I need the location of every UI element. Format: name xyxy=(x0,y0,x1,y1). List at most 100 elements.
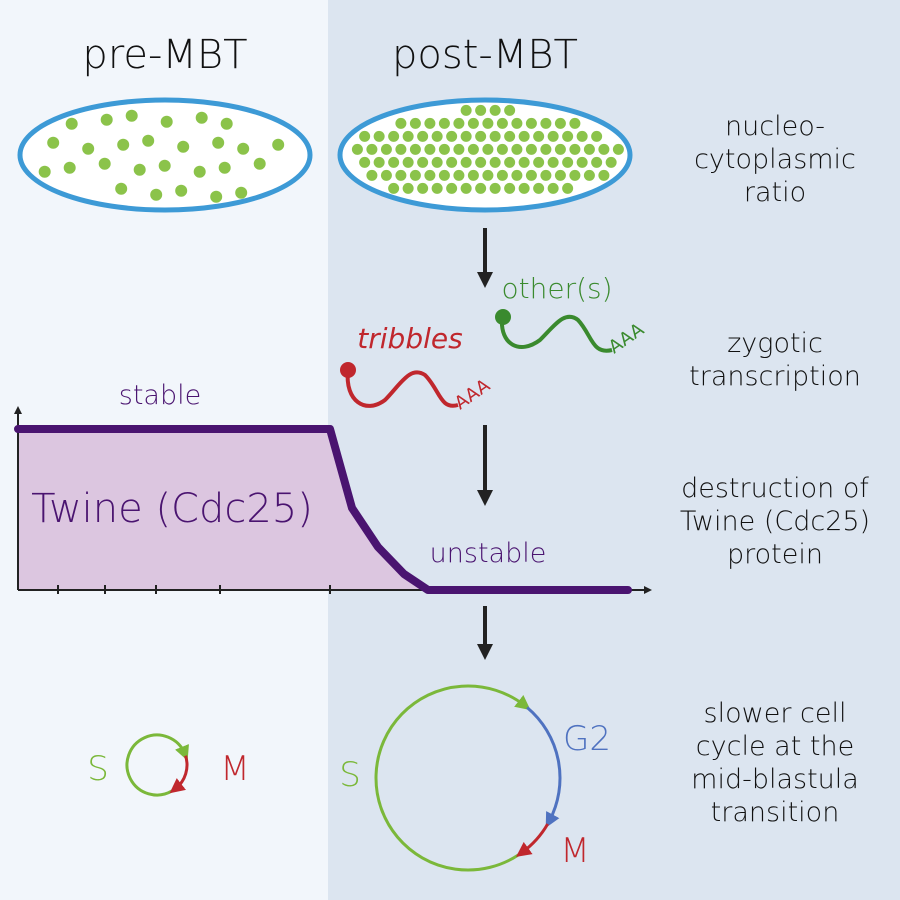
nucleus xyxy=(237,142,250,155)
m-phase-label: M xyxy=(220,749,249,789)
nucleus xyxy=(453,117,465,129)
nucleus xyxy=(395,169,407,181)
nucleus xyxy=(547,156,559,168)
nucleus xyxy=(446,182,458,194)
nucleus xyxy=(605,156,617,168)
nucleus xyxy=(591,156,603,168)
nucleus xyxy=(576,156,588,168)
nucleus xyxy=(467,169,479,181)
nucleus xyxy=(482,143,494,155)
nucleus xyxy=(511,169,523,181)
nucleus xyxy=(562,182,574,194)
nucleus xyxy=(38,165,51,178)
m-phase-label: M xyxy=(560,831,589,871)
nucleus xyxy=(511,117,523,129)
nucleus xyxy=(431,182,443,194)
nucleus xyxy=(504,104,516,116)
nucleus xyxy=(82,142,95,155)
nucleus xyxy=(380,169,392,181)
nucleus xyxy=(438,117,450,129)
post-mbt-title: post-MBT xyxy=(392,32,578,78)
nucleus xyxy=(359,130,371,142)
nucleus xyxy=(518,130,530,142)
pre-mbt-cell-cycle: S M xyxy=(87,733,250,797)
nucleus xyxy=(612,143,624,155)
nucleus xyxy=(576,130,588,142)
nucleus xyxy=(475,156,487,168)
nucleus xyxy=(115,182,128,195)
nucleus xyxy=(220,117,233,130)
nucleus xyxy=(562,130,574,142)
pre-mbt-embryo xyxy=(17,97,313,213)
nucleus xyxy=(554,117,566,129)
nucleus xyxy=(150,188,163,201)
nucleus xyxy=(525,117,537,129)
nucleus xyxy=(65,117,78,130)
nucleus xyxy=(409,169,421,181)
nucleus xyxy=(424,117,436,129)
nucleus xyxy=(496,143,508,155)
nucleus xyxy=(424,143,436,155)
nucleus xyxy=(489,182,501,194)
nucleus xyxy=(424,169,436,181)
s-phase-label: S xyxy=(87,749,109,789)
nucleus xyxy=(504,130,516,142)
nucleus xyxy=(475,130,487,142)
nucleus xyxy=(117,138,130,151)
nucleus xyxy=(409,143,421,155)
twine-label: Twine (Cdc25) xyxy=(31,486,313,532)
nucleus xyxy=(431,156,443,168)
nucleus xyxy=(125,109,138,122)
nucleus xyxy=(212,136,225,149)
nucleus xyxy=(460,156,472,168)
nucleus xyxy=(583,143,595,155)
nucleus xyxy=(446,130,458,142)
g2-phase-label: G2 xyxy=(563,719,611,759)
stable-label: stable xyxy=(119,380,201,411)
nucleus xyxy=(175,184,188,197)
nucleus xyxy=(547,130,559,142)
m-phase-arc xyxy=(516,823,549,857)
nucleus xyxy=(395,117,407,129)
nucleus xyxy=(133,163,146,176)
nucleus xyxy=(98,157,111,170)
nucleus xyxy=(366,169,378,181)
m-phase-arc xyxy=(169,755,189,794)
nucleus xyxy=(380,143,392,155)
nucleus xyxy=(388,130,400,142)
nucleus xyxy=(460,130,472,142)
pre-mbt-title: pre-MBT xyxy=(82,32,247,78)
nucleus xyxy=(47,136,60,149)
nucleus xyxy=(525,143,537,155)
nucleus xyxy=(253,157,266,170)
nucleus xyxy=(504,182,516,194)
nucleus xyxy=(402,182,414,194)
nucleus xyxy=(467,143,479,155)
nucleus xyxy=(598,143,610,155)
nucleus xyxy=(402,156,414,168)
nucleus xyxy=(438,143,450,155)
nucleus xyxy=(388,156,400,168)
nucleus xyxy=(453,169,465,181)
nucleus xyxy=(562,156,574,168)
nucleus xyxy=(417,182,429,194)
nucleus xyxy=(540,143,552,155)
twine-level-line xyxy=(14,425,632,594)
nucleus xyxy=(402,130,414,142)
nucleus xyxy=(359,156,371,168)
g2-phase-arc xyxy=(526,706,562,828)
post-mbt-cell-cycle: S G2 M xyxy=(339,684,611,872)
nucleus xyxy=(395,143,407,155)
nucleus xyxy=(460,104,472,116)
post-mbt-embryo xyxy=(337,97,633,213)
nucleus xyxy=(388,182,400,194)
nucleus xyxy=(518,182,530,194)
nucleus xyxy=(569,117,581,129)
nucleus xyxy=(489,156,501,168)
tribbles-label: tribbles xyxy=(357,322,462,355)
nucleus xyxy=(446,156,458,168)
nucleus xyxy=(218,161,231,174)
nucleus xyxy=(482,169,494,181)
nucleus xyxy=(518,156,530,168)
